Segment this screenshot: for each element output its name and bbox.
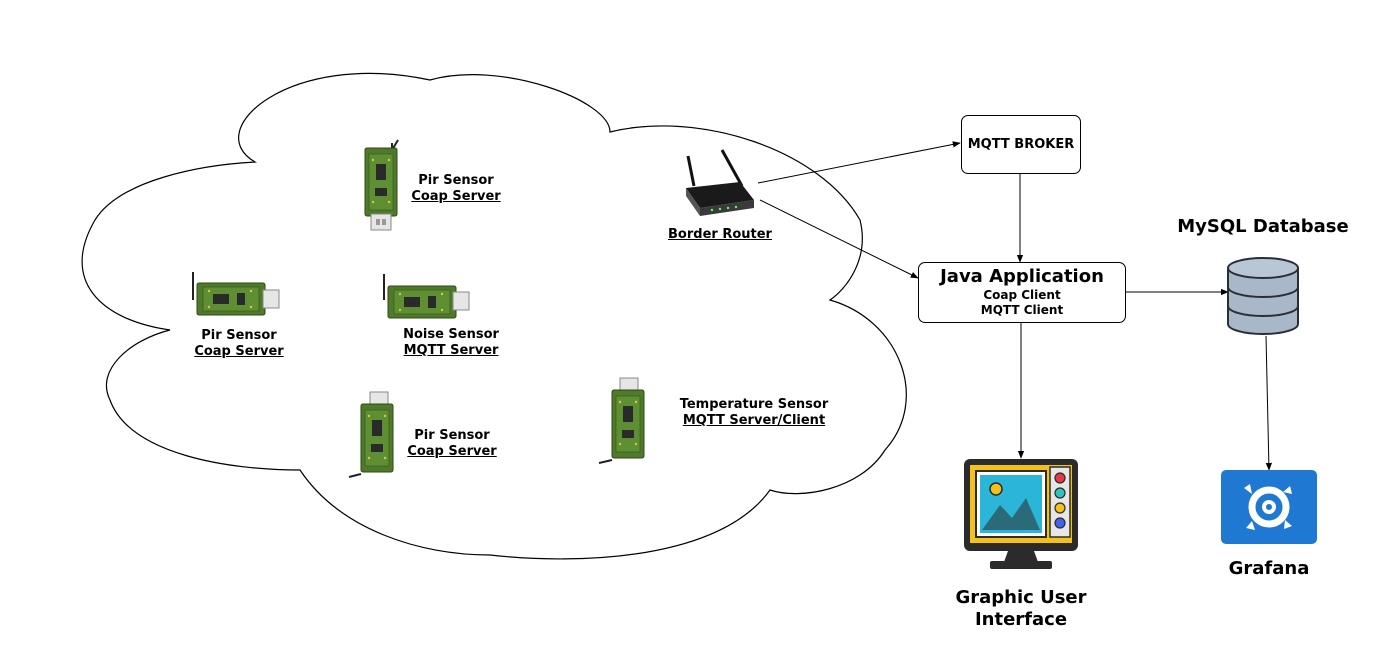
sensor-name: Noise Sensor bbox=[403, 327, 499, 342]
java-app-title: Java Application bbox=[940, 266, 1104, 287]
sensor-name: Temperature Sensor bbox=[679, 397, 829, 412]
sensor-name: Pir Sensor bbox=[414, 428, 490, 443]
sensor-role: MQTT Server bbox=[403, 343, 499, 358]
mysql-database-label: MySQL Database bbox=[1177, 216, 1349, 237]
sensor-label-pir-top: Pir Sensor Coap Server bbox=[406, 173, 506, 205]
arrow-router-to-broker bbox=[757, 141, 961, 184]
java-app-coap-client: Coap Client bbox=[983, 288, 1061, 302]
router-icon bbox=[686, 149, 754, 216]
java-application-node: Java Application Coap Client MQTT Client bbox=[918, 262, 1126, 323]
sensor-role: MQTT Server/Client bbox=[682, 413, 826, 428]
gui-monitor-icon bbox=[964, 459, 1078, 569]
arrow-router-to-java bbox=[759, 199, 919, 279]
sensor-label-temperature: Temperature Sensor MQTT Server/Client bbox=[674, 397, 834, 429]
noise-sensor-board bbox=[383, 274, 470, 319]
mqtt-broker-node: MQTT BROKER bbox=[961, 115, 1081, 174]
sensor-role: Coap Server bbox=[411, 189, 501, 204]
java-app-mqtt-client: MQTT Client bbox=[980, 303, 1064, 317]
database-icon bbox=[1227, 257, 1299, 335]
pir-sensor-board-bottom bbox=[348, 391, 394, 478]
grafana-label: Grafana bbox=[1228, 558, 1310, 579]
sensor-network-cloud bbox=[81, 72, 907, 560]
border-router-label: Border Router bbox=[660, 227, 780, 243]
sensor-role: Coap Server bbox=[407, 444, 497, 459]
sensor-label-pir-left: Pir Sensor Coap Server bbox=[189, 328, 289, 360]
sensor-label-pir-bottom: Pir Sensor Coap Server bbox=[402, 428, 502, 460]
grafana-icon bbox=[1221, 470, 1317, 544]
temperature-sensor-board bbox=[598, 377, 645, 464]
sensor-name: Pir Sensor bbox=[418, 173, 494, 188]
sensor-role: Coap Server bbox=[194, 344, 284, 359]
sensor-name: Pir Sensor bbox=[201, 328, 277, 343]
gui-label: Graphic User Interface bbox=[941, 587, 1101, 631]
gui-label-line1: Graphic User bbox=[955, 587, 1087, 608]
pir-sensor-board-top bbox=[364, 139, 399, 231]
pir-sensor-board-left bbox=[192, 272, 280, 316]
border-router-text: Border Router bbox=[668, 227, 772, 242]
sensor-label-noise: Noise Sensor MQTT Server bbox=[396, 327, 506, 359]
mqtt-broker-label: MQTT BROKER bbox=[967, 137, 1075, 152]
arrow-mysql-to-grafana bbox=[1265, 335, 1273, 471]
gui-label-line2: Interface bbox=[974, 609, 1068, 630]
